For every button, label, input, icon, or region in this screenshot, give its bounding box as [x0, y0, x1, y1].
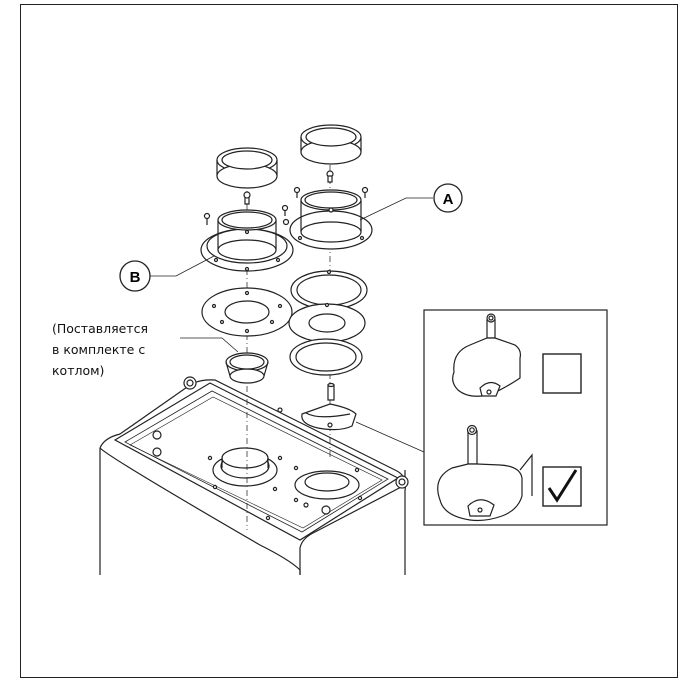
checkmark-icon	[547, 469, 578, 503]
callout-circle-b	[119, 260, 151, 292]
left-column-parts	[200, 147, 294, 384]
callout-label-a: A	[443, 191, 454, 208]
supplied-with-boiler-note: (Поставляется в комплекте с котлом)	[52, 318, 182, 381]
callout-circle-a	[433, 183, 463, 213]
callout-leaders	[150, 197, 433, 453]
boiler-body	[99, 376, 409, 575]
callout-label-b: B	[130, 269, 141, 286]
right-column-parts	[282, 124, 373, 431]
note-line-2: в комплекте с	[52, 342, 146, 357]
note-line-3: котлом)	[52, 363, 105, 378]
inset-box	[423, 309, 608, 526]
note-line-1: (Поставляется	[52, 321, 148, 336]
option-checkbox-unchecked	[542, 353, 582, 394]
